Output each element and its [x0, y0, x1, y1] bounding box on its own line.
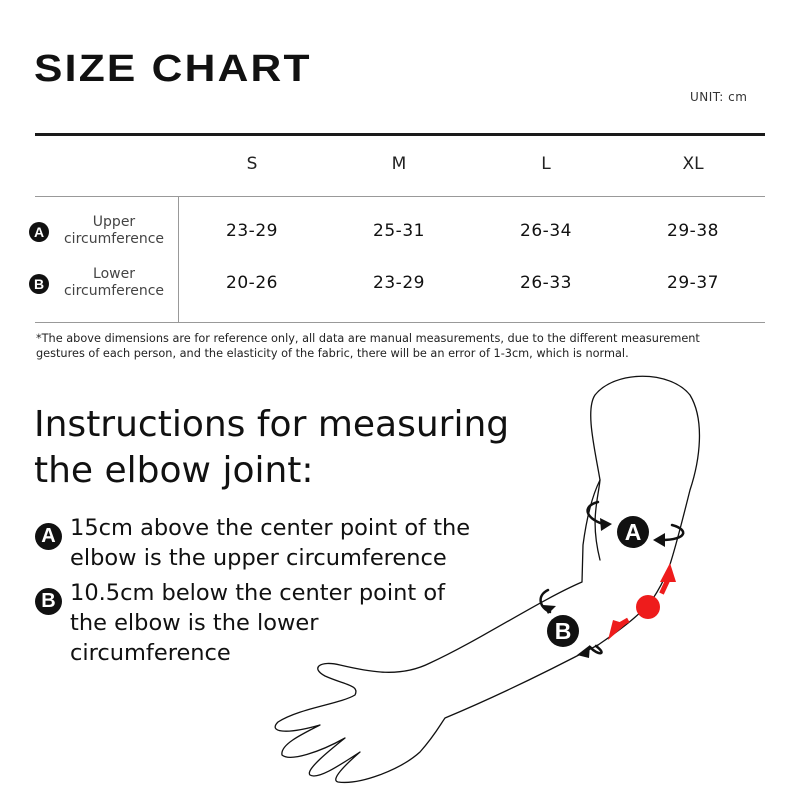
column-header-l: L [541, 154, 551, 174]
column-header-m: M [391, 154, 407, 174]
disclaimer-note: *The above dimensions are for reference … [36, 331, 796, 361]
table-bottom-divider [35, 322, 765, 323]
diagram-marker-a-icon: A [617, 516, 649, 548]
cell-lower-l: 26-33 [520, 273, 572, 293]
cell-upper-s: 23-29 [226, 221, 278, 241]
row-label-upper: Upper circumference [56, 214, 172, 248]
badge-b-icon: B [35, 588, 62, 615]
unit-label: UNIT: cm [690, 90, 748, 104]
size-chart-title: SIZE CHART [34, 48, 312, 90]
badge-b-icon: B [29, 274, 49, 294]
column-header-xl: XL [682, 154, 704, 174]
cell-lower-s: 20-26 [226, 273, 278, 293]
instruction-text-b: 10.5cm below the center point of the elb… [70, 578, 520, 668]
instructions-heading: Instructions for measuring the elbow joi… [34, 402, 509, 494]
column-header-s: S [246, 154, 258, 174]
instruction-line: circumference [70, 640, 231, 666]
row-label-line2: circumference [63, 231, 165, 247]
cell-upper-m: 25-31 [373, 221, 425, 241]
instruction-text-a: 15cm above the center point of the elbow… [70, 513, 520, 573]
heading-line2: the elbow joint: [34, 450, 314, 491]
row-label-line1: Lower [93, 266, 135, 282]
row-label-line2: circumference [63, 283, 165, 299]
top-divider [35, 133, 765, 136]
heading-line1: Instructions for measuring [34, 404, 510, 445]
badge-a-icon: A [29, 222, 49, 242]
instruction-line: 15cm above the center point of the [70, 515, 471, 541]
cell-upper-xl: 29-38 [667, 221, 719, 241]
instruction-line: 10.5cm below the center point of [70, 580, 446, 606]
note-line2: gestures of each person, and the elastic… [36, 347, 629, 360]
row-label-lower: Lower circumference [56, 266, 172, 300]
cell-lower-m: 23-29 [373, 273, 425, 293]
instruction-line: elbow is the upper circumference [70, 545, 447, 571]
label-column-divider [178, 197, 179, 322]
header-divider [35, 196, 765, 197]
cell-upper-l: 26-34 [520, 221, 572, 241]
elbow-center-point [608, 563, 676, 640]
badge-a-icon: A [35, 523, 62, 550]
cell-lower-xl: 29-37 [667, 273, 719, 293]
instruction-line: the elbow is the lower [70, 610, 319, 636]
row-label-line1: Upper [92, 214, 136, 230]
diagram-marker-b-icon: B [547, 615, 579, 647]
note-line1: *The above dimensions are for reference … [36, 332, 700, 345]
